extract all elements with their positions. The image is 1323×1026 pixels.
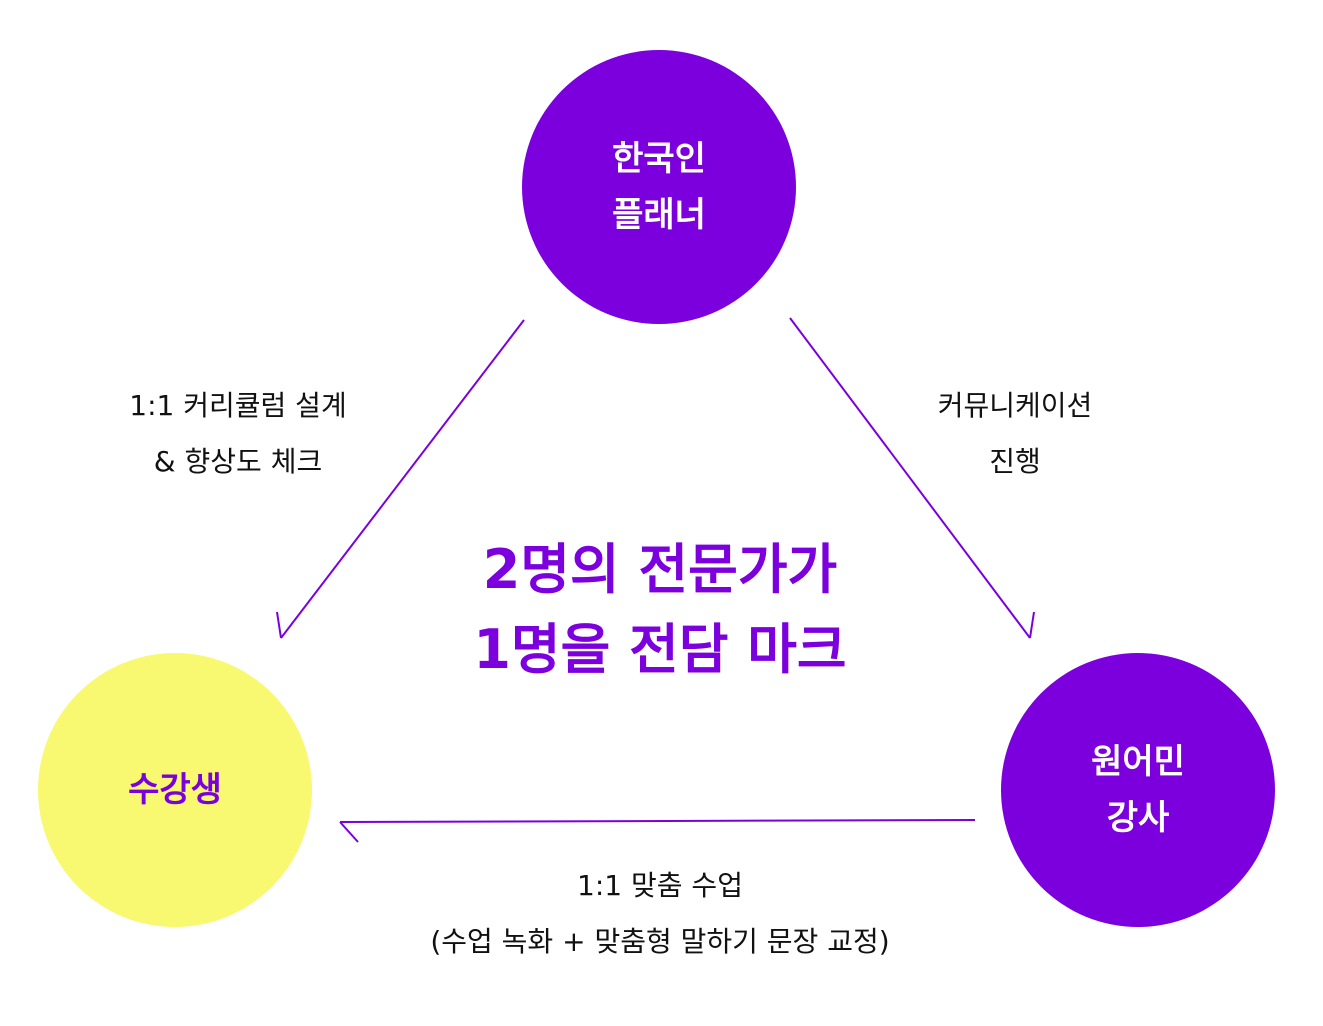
edge-label-curriculum-line1: 1:1 커리큘럼 설계 [129,389,347,422]
arrow-tutor-to-student [339,819,976,843]
edge-label-lesson: 1:1 맞춤 수업 (수업 녹화 + 맞춤형 말하기 문장 교정) [330,858,990,970]
edge-label-communication: 커뮤니케이션 진행 [880,378,1150,490]
arrow-planner-to-tutor [789,317,1035,639]
node-korean-planner-line2: 플래너 [612,195,706,235]
node-student: 수강생 [38,653,312,927]
node-native-tutor-line1: 원어민 [1091,742,1185,782]
edge-label-communication-line2: 진행 [989,445,1041,478]
node-korean-planner-line1: 한국인 [612,139,706,179]
node-native-tutor-line2: 강사 [1106,798,1170,838]
edge-label-communication-line1: 커뮤니케이션 [937,389,1093,422]
node-native-tutor: 원어민 강사 [1001,653,1275,927]
edge-label-curriculum-line2: & 향상도 체크 [153,445,323,478]
center-headline-line2: 1명을 전담 마크 [473,618,847,681]
center-headline: 2명의 전문가가 1명을 전담 마크 [380,530,940,690]
edge-label-lesson-line1: 1:1 맞춤 수업 [577,869,743,902]
edge-label-curriculum: 1:1 커리큘럼 설계 & 향상도 체크 [88,378,388,490]
center-headline-line1: 2명의 전문가가 [482,538,838,601]
node-student-label: 수강생 [128,770,222,810]
node-korean-planner: 한국인 플래너 [522,50,796,324]
arrow-planner-to-student [276,319,525,639]
edge-label-lesson-line2: (수업 녹화 + 맞춤형 말하기 문장 교정) [430,925,890,958]
